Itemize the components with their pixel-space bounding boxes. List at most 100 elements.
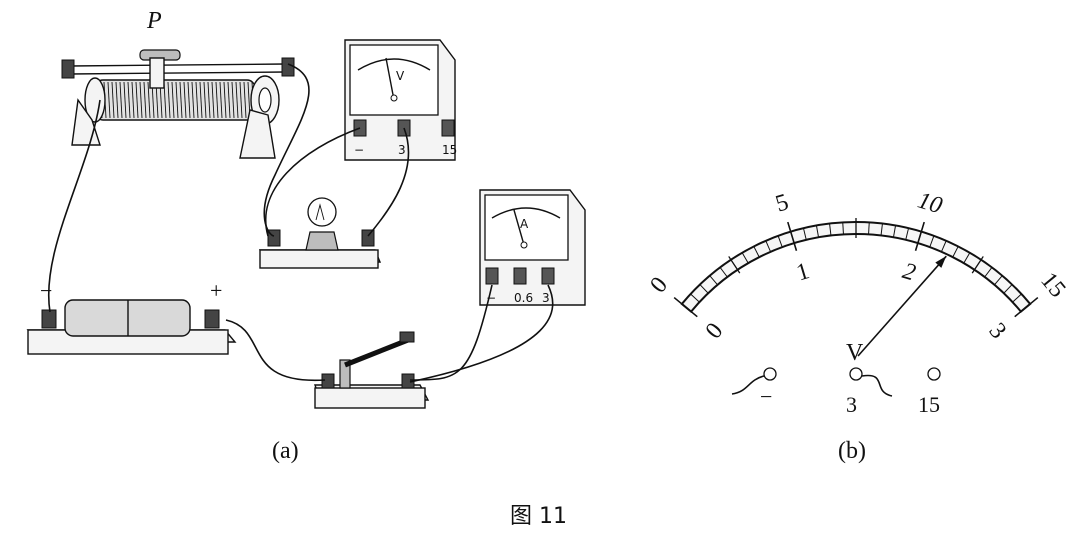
coil-winding — [123, 81, 127, 119]
coil-winding — [107, 81, 111, 119]
figure-caption: 图 11 — [510, 504, 567, 529]
dial-outer-label: 15 — [1035, 268, 1070, 303]
dial-minor-tick — [905, 228, 910, 240]
slider-label-p: P — [146, 8, 162, 34]
dial-inner-label: 0 — [701, 318, 729, 344]
dial-major-tick — [673, 296, 698, 318]
coil-winding — [115, 81, 119, 119]
battery-minus-label: − — [40, 278, 52, 303]
dial-major-tick — [1014, 296, 1039, 318]
coil-winding — [143, 81, 147, 119]
coil-winding — [223, 81, 227, 119]
dial-outer-label: 0 — [645, 272, 673, 298]
dial-major-tick — [787, 221, 798, 252]
dial-outer-label: 10 — [915, 187, 945, 219]
dial-half-tick — [971, 256, 984, 274]
coil-winding — [203, 81, 207, 119]
dial-inner-label: 1 — [793, 258, 812, 286]
coil-winding — [147, 81, 151, 119]
dial-minor-tick — [753, 246, 760, 258]
caption-a: (a) — [272, 438, 299, 464]
dial-minor-tick — [1003, 284, 1013, 294]
coil-winding — [211, 81, 215, 119]
dial-minor-tick — [880, 223, 883, 236]
coil-winding — [227, 81, 231, 119]
coil-winding — [191, 81, 195, 119]
dial-inner-label: 3 — [984, 318, 1012, 344]
dial-half-tick — [728, 256, 741, 274]
voltmeter-a-letter: V — [396, 69, 405, 83]
coil-winding — [179, 81, 183, 119]
terminal-15-label-b: 15 — [918, 392, 940, 417]
coil-winding — [139, 81, 143, 119]
coil-winding — [131, 81, 135, 119]
dial-minor-tick — [940, 240, 947, 252]
dial-minor-tick — [699, 284, 709, 294]
ammeter-a-letter: A — [520, 217, 529, 231]
coil-winding — [199, 81, 203, 119]
dial-minor-tick — [741, 252, 749, 264]
dial-minor-tick — [952, 246, 959, 258]
voltmeter-a-terminal-label: − — [354, 143, 364, 157]
dial-minor-tick — [994, 275, 1003, 286]
dial-minor-tick — [929, 235, 935, 248]
dial-minor-tick — [690, 293, 700, 303]
ammeter-a-terminal-label: 0.6 — [514, 291, 533, 305]
battery-plus-label: + — [210, 278, 222, 303]
lamp — [258, 197, 382, 269]
dial-minor-tick — [802, 228, 807, 240]
panel-b: 0 5 10 15 0 1 2 3 V − 3 15 (b) — [645, 187, 1070, 464]
meter-needle — [857, 255, 947, 357]
terminal-15-b — [927, 367, 941, 381]
terminal-3-label-b: 3 — [846, 392, 857, 417]
dial-major-ticks — [673, 218, 1039, 318]
coil-winding — [195, 81, 199, 119]
terminal-minus-label-b: − — [760, 384, 772, 409]
dial-minor-tick — [984, 267, 993, 278]
ammeter-a-terminal-label: 3 — [542, 291, 550, 305]
coil-winding — [239, 81, 243, 119]
coil-winding — [127, 81, 131, 119]
wires — [48, 63, 554, 383]
coil-winding — [135, 81, 139, 119]
meter-b-letter: V — [846, 340, 864, 366]
needle-arrowhead — [935, 256, 947, 268]
coil-winding — [219, 81, 223, 119]
coil-winding — [167, 81, 171, 119]
dial-minor-tick — [815, 225, 820, 238]
ammeter-a-terminal-label: − — [486, 291, 496, 305]
dial-minor-tick — [892, 225, 897, 238]
dial-minor-tick — [1012, 293, 1022, 303]
dial-minor-tick — [829, 223, 832, 236]
knife-switch — [314, 331, 430, 409]
dial-inner-label: 2 — [900, 258, 919, 286]
coil-winding — [235, 81, 239, 119]
ammeter-a-terminal-post — [485, 267, 499, 285]
dial-minor-tick — [709, 275, 718, 286]
ammeter-a-terminal-post — [541, 267, 555, 285]
caption-b: (b) — [838, 438, 866, 464]
coil-winding — [183, 81, 187, 119]
dial-outer-label: 5 — [773, 189, 792, 217]
ammeter-a: A − 0.6 3 — [479, 189, 586, 306]
dial-minor-tick — [719, 267, 728, 278]
dial-minor-tick — [777, 235, 783, 248]
terminal-3-b — [849, 367, 863, 381]
rheostat: P — [61, 8, 295, 159]
coil-winding — [119, 81, 123, 119]
voltmeter-a-terminal-label: 15 — [442, 143, 457, 157]
dial-major-tick — [914, 221, 925, 252]
coil-winding — [215, 81, 219, 119]
coil-winding — [171, 81, 175, 119]
dial-minor-tick — [963, 252, 971, 264]
coil-winding — [243, 81, 247, 119]
dial-minor-tick — [868, 222, 870, 235]
coil-winding — [111, 81, 115, 119]
voltmeter-a-terminal-post — [441, 119, 455, 137]
battery: − + — [26, 278, 237, 355]
dial-minor-tick — [765, 240, 772, 252]
coil-winding — [207, 81, 211, 119]
